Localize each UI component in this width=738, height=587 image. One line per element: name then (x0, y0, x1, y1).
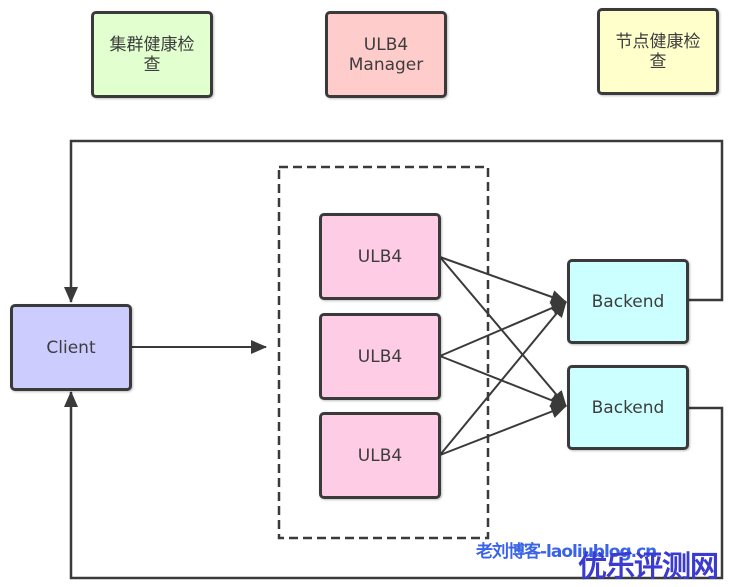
backend-node-1[interactable]: Backend (567, 259, 689, 344)
client-node[interactable]: Client (10, 304, 132, 391)
edge-ulb4-2-to-backend-1 (439, 301, 567, 357)
edge-ulb4-1-to-backend-2 (439, 256, 567, 407)
client-label: Client (46, 337, 96, 358)
ulb4-manager-label-line2: Manager (348, 54, 424, 75)
ulb4-node-1[interactable]: ULB4 (319, 213, 441, 300)
ulb4-node-3[interactable]: ULB4 (319, 412, 441, 499)
node-health-check-node[interactable]: 节点健康检查 (597, 8, 719, 95)
ulb4-node-3-label: ULB4 (357, 445, 403, 466)
ulb4-node-2-label: ULB4 (357, 346, 403, 367)
backend-node-2[interactable]: Backend (567, 365, 689, 450)
backend-node-2-label: Backend (591, 397, 665, 418)
ulb4-manager-label-line1: ULB4 (363, 34, 409, 55)
edge-ulb4-1-to-backend-1 (439, 256, 567, 304)
watermark-blog: 老刘博客-laoliublog.cn (476, 542, 657, 562)
cluster-health-check-label: 集群健康检查 (109, 34, 195, 75)
node-health-check-label: 节点健康检查 (615, 31, 701, 72)
edge-backend2-to-client (64, 391, 724, 580)
backend-node-1-label: Backend (591, 291, 665, 312)
ulb4-manager-node[interactable]: ULB4 Manager (325, 11, 447, 98)
ulb4-node-2[interactable]: ULB4 (319, 313, 441, 400)
edge-ulb4-2-to-backend-2 (439, 355, 567, 407)
watermark-site: 优乐评测网 (578, 549, 719, 583)
cluster-health-check-node[interactable]: 集群健康检查 (91, 11, 213, 98)
edge-backend1-to-client (64, 139, 724, 303)
ulb4-manager-label: ULB4 Manager (337, 35, 436, 75)
edge-ulb4-3-to-backend-1 (439, 301, 567, 456)
ulb4-group-boundary (277, 165, 490, 540)
ulb4-node-1-label: ULB4 (357, 246, 403, 267)
edge-ulb4-3-to-backend-2 (439, 404, 567, 456)
